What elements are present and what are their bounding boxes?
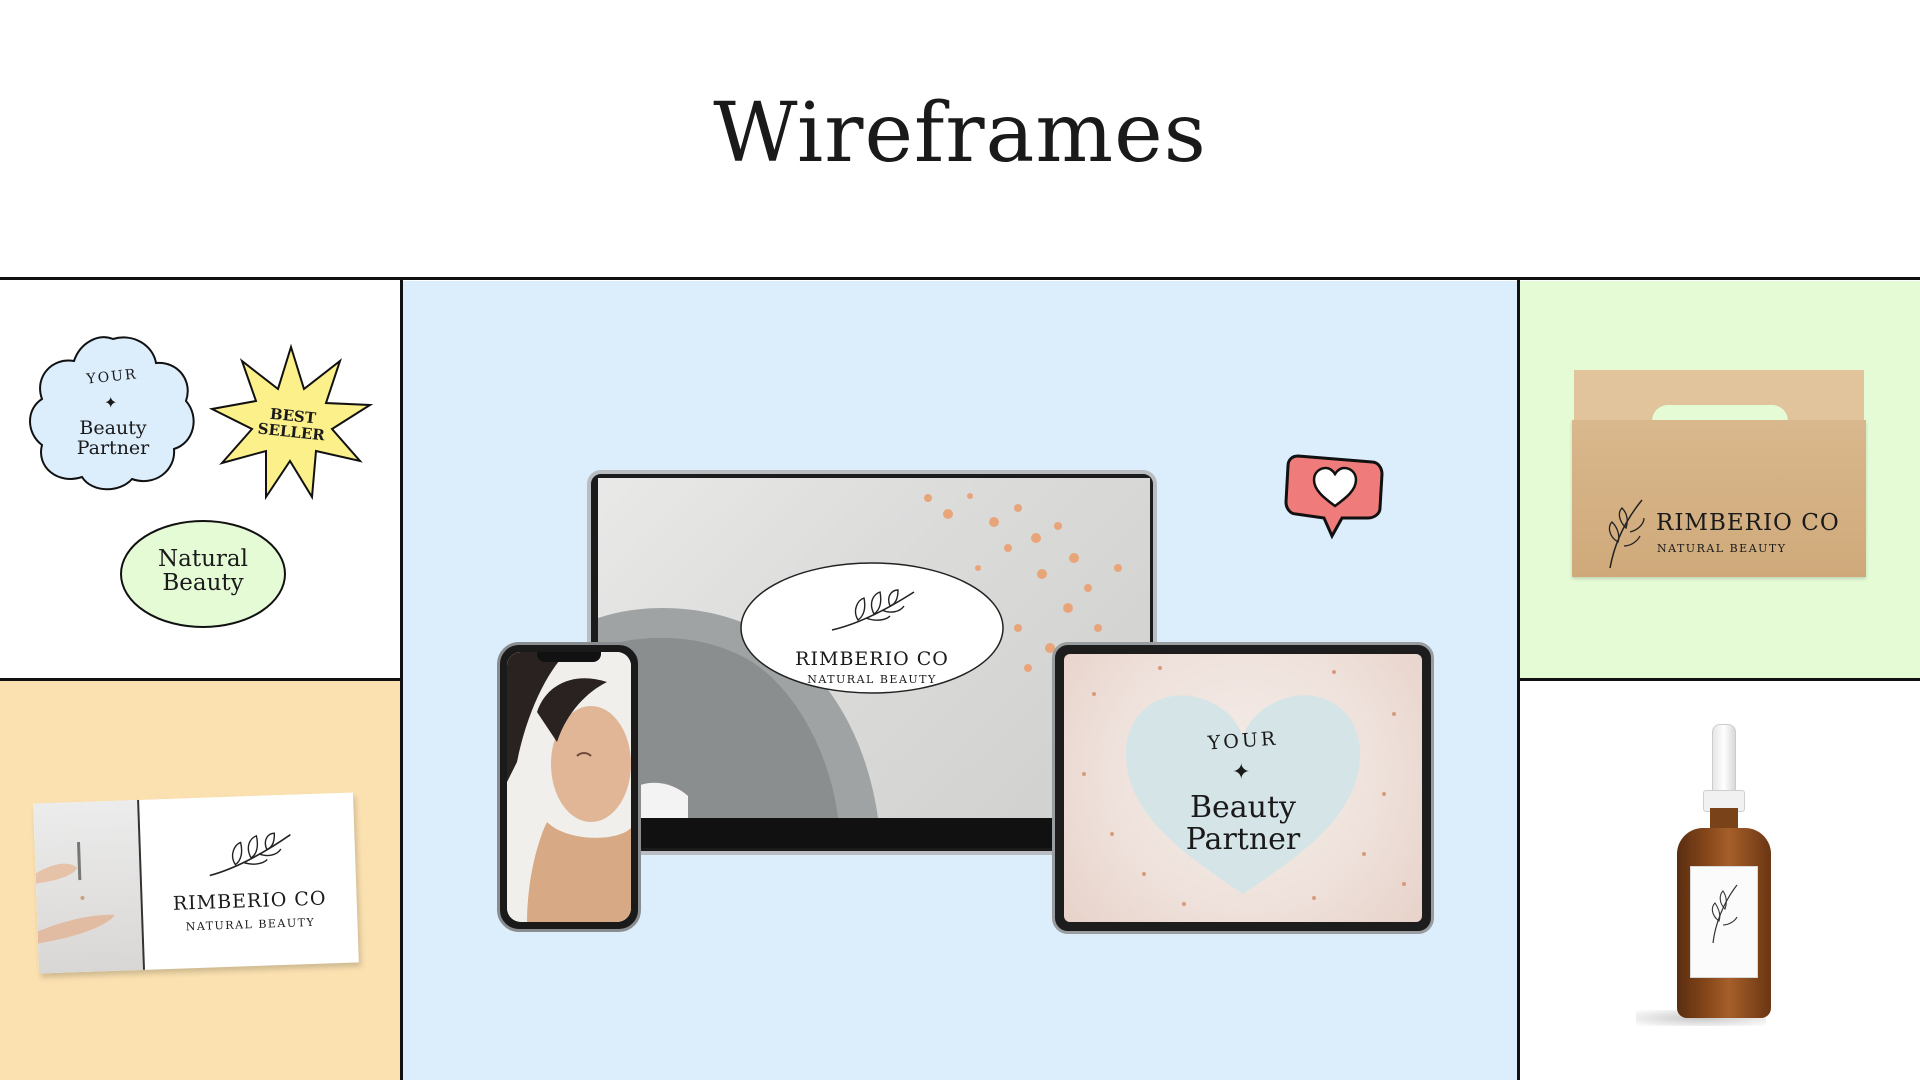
laptop-background-image <box>598 493 1122 818</box>
top-divider <box>0 277 1920 280</box>
oval-line-2: Beauty <box>162 570 244 597</box>
leaf-branch-icon <box>831 589 915 631</box>
box-tagline: NATURAL BEAUTY <box>1657 542 1787 555</box>
business-card-brand: RIMBERIO CO <box>172 887 327 915</box>
bottle-label <box>1690 866 1758 978</box>
tablet-line-2: Partner <box>1185 821 1301 857</box>
laptop-logo-oval <box>740 562 1004 694</box>
cream-heart-image <box>1082 666 1406 906</box>
laptop-brand: RIMBERIO CO <box>795 648 949 670</box>
phone-screen <box>507 652 631 922</box>
woman-portrait-image <box>507 652 631 922</box>
phone-notch <box>537 652 601 662</box>
cloud-line-1: Beauty <box>79 417 147 439</box>
sparkle-icon: ✦ <box>104 393 118 412</box>
hand-dropper-image <box>35 842 116 944</box>
cloud-line-2: Partner <box>76 436 150 459</box>
cloud-sticker-text: Beauty Partner <box>58 417 168 459</box>
business-card-panel: RIMBERIO CO NATURAL BEAUTY <box>0 681 400 1080</box>
business-card-tagline: NATURAL BEAUTY <box>185 915 316 934</box>
heart-icon <box>1284 454 1384 540</box>
tablet-headline: Beauty Partner <box>1142 792 1344 855</box>
right-mid-divider <box>1518 678 1920 681</box>
tablet-screen <box>1064 654 1422 922</box>
laptop-tagline: NATURAL BEAUTY <box>807 673 937 686</box>
bottle-cap <box>1712 724 1736 792</box>
left-mid-divider <box>0 678 402 681</box>
leaf-branch-icon <box>1608 499 1645 569</box>
oval-line-1: Natural <box>158 546 248 572</box>
page-title: Wireframes <box>713 86 1207 181</box>
stickers-panel: YOUR ✦ Beauty Partner BEST SELLER Natura… <box>0 281 400 678</box>
leaf-branch-icon <box>209 832 291 877</box>
burst-sticker <box>208 343 374 501</box>
sparkle-icon: ✦ <box>1232 760 1251 785</box>
business-card-photo <box>33 800 144 974</box>
box-face <box>1572 420 1866 577</box>
right-column-divider <box>1517 278 1520 1080</box>
tablet-line-1: Beauty <box>1189 790 1296 825</box>
cloud-sticker <box>29 336 195 491</box>
box-brand: RIMBERIO CO <box>1656 510 1840 536</box>
oval-sticker-text: Natural Beauty <box>138 547 268 595</box>
business-card: RIMBERIO CO NATURAL BEAUTY <box>33 792 359 974</box>
left-column-divider <box>400 278 403 1080</box>
leaf-branch-icon <box>1711 884 1738 944</box>
oval-sticker <box>120 520 286 628</box>
